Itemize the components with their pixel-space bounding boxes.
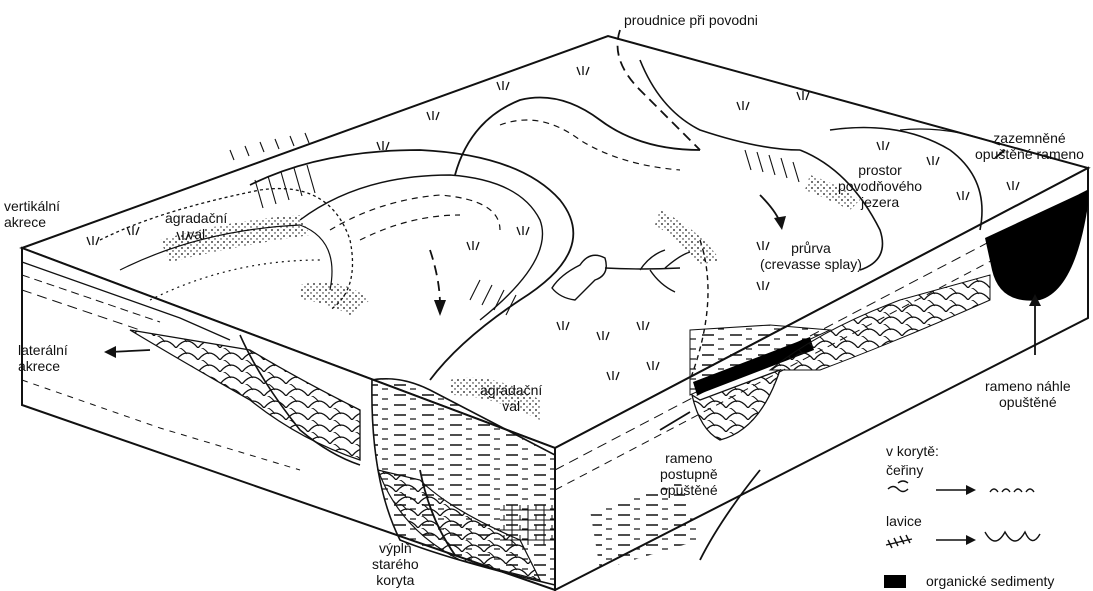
label-filled-oxbow: zazemněné opuštěné rameno xyxy=(975,130,1084,162)
ripple-symbol xyxy=(888,481,908,492)
label-floodbasin: prostor povodňového jezera xyxy=(838,162,922,210)
label-gradual-abandon: rameno postupně opuštěné xyxy=(660,450,718,498)
label-levee-left: agradační val xyxy=(165,210,227,242)
label-lateral-accretion: laterální akrece xyxy=(18,342,68,374)
label-old-channel-fill: výplň starého koryta xyxy=(372,540,419,588)
label-sudden-abandon: rameno náhle opuštěné xyxy=(985,378,1071,410)
legend-bars: lavice xyxy=(886,513,922,529)
legend-ripples: čeřiny xyxy=(886,462,923,478)
legend-organic: organické sedimenty xyxy=(926,573,1054,589)
legend-title: v korytě: xyxy=(886,443,939,459)
organic-swatch xyxy=(884,575,906,588)
label-vertical-accretion: vertikální akrece xyxy=(4,198,60,230)
bar-symbol xyxy=(886,535,912,548)
label-crevasse: průrva (crevasse splay) xyxy=(760,240,862,272)
ripple-result-symbol xyxy=(990,489,1034,492)
bar-result-symbol xyxy=(985,532,1040,541)
label-levee-center: agradační val xyxy=(480,382,542,414)
label-flood-flow: proudnice při povodni xyxy=(624,12,758,28)
